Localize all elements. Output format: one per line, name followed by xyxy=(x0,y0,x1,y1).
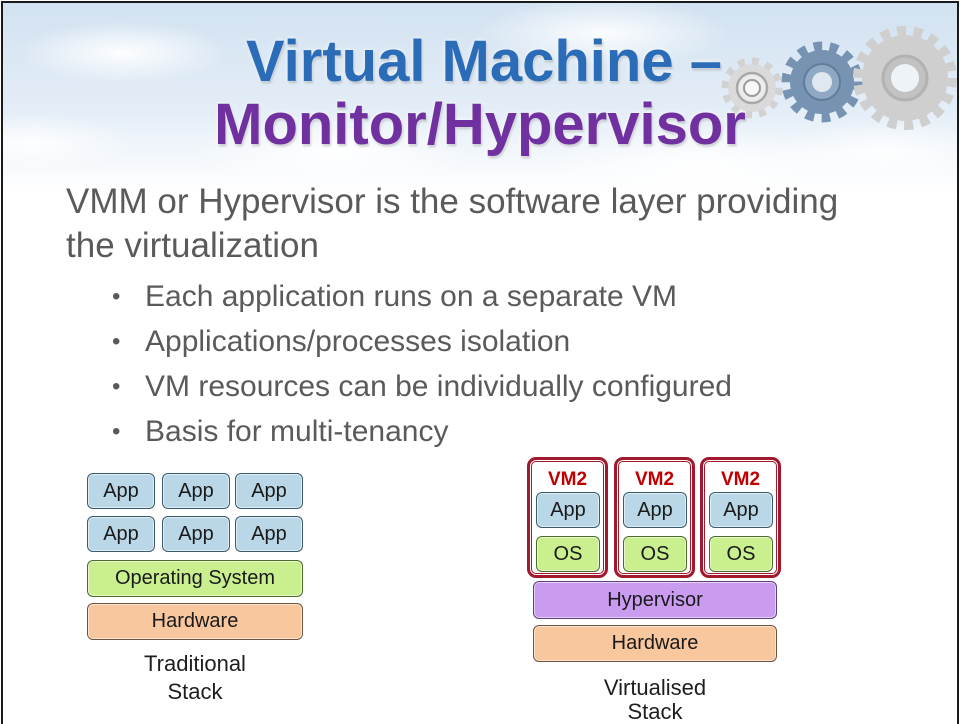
vm-label: VM2 xyxy=(720,469,761,490)
traditional-stack-caption: Traditional Stack xyxy=(95,650,295,706)
caption-line-2: Stack xyxy=(627,699,683,724)
title-line-2: Monitor/Hypervisor xyxy=(214,92,746,157)
vm-container: VM2 App OS xyxy=(700,457,781,578)
bullet-item: • Basis for multi-tenancy xyxy=(110,409,732,454)
virtualised-hardware-box: Hardware xyxy=(533,625,777,662)
traditional-app-box: App xyxy=(87,473,155,509)
intro-text: VMM or Hypervisor is the software layer … xyxy=(66,182,839,265)
bullet-item: • Applications/processes isolation xyxy=(110,319,732,364)
bullet-list: •Each application runs on a separate VM … xyxy=(110,274,732,454)
traditional-hardware-box: Hardware xyxy=(87,603,303,640)
title-line-1: Virtual Machine – xyxy=(246,29,722,94)
small-gear-icon xyxy=(721,57,783,119)
vm-app-box: App xyxy=(709,492,773,528)
caption-line-1: Virtualised xyxy=(603,675,707,700)
medium-gear-icon xyxy=(781,41,863,123)
virtualised-stack-caption: Virtualised Stack xyxy=(555,676,755,724)
bullet-text: Applications/processes isolation xyxy=(145,325,571,358)
vm-container: VM2 App OS xyxy=(614,457,695,578)
bullet-icon: • xyxy=(112,373,121,400)
bullet-icon: • xyxy=(112,283,121,310)
traditional-os-box: Operating System xyxy=(87,560,303,597)
traditional-app-box: App xyxy=(235,516,303,552)
vm-label: VM2 xyxy=(634,469,675,490)
bullet-text: VM resources can be individually configu… xyxy=(145,370,732,403)
vm-app-box: App xyxy=(623,492,687,528)
bullet-icon: • xyxy=(112,328,121,355)
traditional-app-box: App xyxy=(235,473,303,509)
traditional-app-box: App xyxy=(162,473,230,509)
gears-decoration xyxy=(721,26,957,130)
bullet-text: Basis for multi-tenancy xyxy=(145,415,449,448)
bullet-item: • VM resources can be individually config… xyxy=(110,364,732,409)
bullet-item: • Each application runs on a separate VM xyxy=(110,274,732,319)
traditional-app-box: App xyxy=(162,516,230,552)
vm-os-box: OS xyxy=(623,536,687,572)
hypervisor-box: Hypervisor xyxy=(533,581,777,619)
vm-os-box: OS xyxy=(709,536,773,572)
vm-container: VM2 App OS xyxy=(527,457,608,578)
traditional-app-box: App xyxy=(87,516,155,552)
caption-line-2: Stack xyxy=(167,679,223,704)
vm-app-box: App xyxy=(536,492,600,528)
bullet-text: Each application runs on a separate VM xyxy=(145,280,677,313)
vm-os-box: OS xyxy=(536,536,600,572)
vm-label: VM2 xyxy=(547,469,588,490)
bullet-icon: • xyxy=(112,418,121,445)
large-gear-icon xyxy=(853,26,957,130)
caption-line-1: Traditional xyxy=(144,651,246,676)
